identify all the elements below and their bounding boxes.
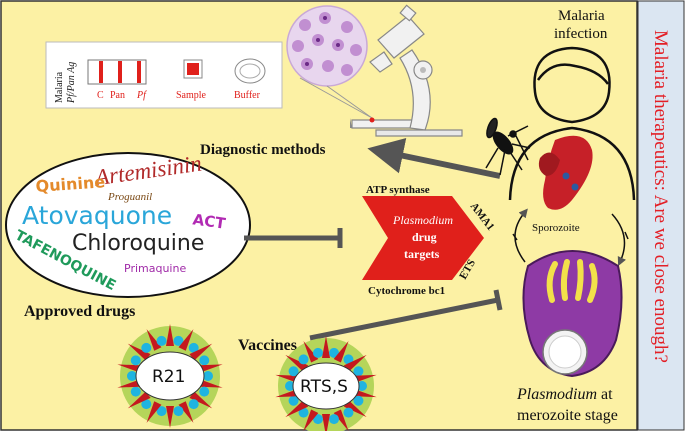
vaccine-antigen-dot <box>285 381 295 391</box>
rtss-label: RTS,S <box>300 377 348 397</box>
vaccine-antigen-dot <box>312 347 323 358</box>
diagnostic-methods-label: Diagnostic methods <box>200 142 326 158</box>
vaccine-antigen-dot <box>188 399 199 410</box>
cycle-arrow-right <box>611 213 626 267</box>
side-title: Malaria therapeutics: Are we close enoug… <box>650 30 671 363</box>
rdt-pf: Pf <box>136 90 147 101</box>
sporozoite-label: Sporozoite <box>532 222 580 234</box>
vaccine-antigen-dot <box>329 414 340 425</box>
vaccine-spike <box>178 401 194 423</box>
drug-atovaquone: Atovaquone <box>22 201 172 230</box>
vaccine-spike <box>166 324 174 346</box>
rtss-vaccine-particle: RTS,S <box>275 336 377 431</box>
vaccine-spike <box>333 340 349 363</box>
rdt-label-malaria: Malaria <box>54 71 65 103</box>
rdt-c: C <box>97 90 104 101</box>
drug-proguanil: Proguanil <box>107 191 152 203</box>
vaccine-antigen-dot <box>298 407 309 418</box>
drug-targets-chevron: Plasmodium drug targets <box>362 196 484 280</box>
vaccine-antigen-dot <box>353 395 364 406</box>
liver-icon <box>538 135 593 210</box>
vaccine-antigen-dot <box>173 406 184 417</box>
target-atp-synthase: ATP synthase <box>366 184 430 196</box>
r21-vaccine-particle: R21 <box>117 324 223 428</box>
target-center-3: targets <box>404 247 440 261</box>
vaccine-antigen-dot <box>203 371 213 381</box>
vaccine-spike <box>343 354 367 372</box>
vaccine-spike <box>166 406 174 428</box>
merozoite-stage-label: merozoite stage <box>517 407 618 424</box>
vaccine-antigen-dot <box>288 366 299 377</box>
vaccine-spike <box>333 409 349 431</box>
vaccine-spike <box>127 391 151 409</box>
vaccine-spike <box>178 329 194 351</box>
vaccine-antigen-dot <box>343 354 354 365</box>
plasmodium-label: Plasmodium at <box>516 386 613 403</box>
target-center-2: drug <box>412 230 437 244</box>
vaccine-spike <box>189 391 213 409</box>
vaccine-antigen-dot <box>343 407 354 418</box>
vaccine-antigen-dot <box>353 366 364 377</box>
drug-quinine: Quinine <box>35 172 106 196</box>
malaria-infection-label-2: infection <box>554 26 608 42</box>
vaccine-spike <box>285 400 309 418</box>
vaccine-spike <box>343 400 367 418</box>
drug-primaquine: Primaquine <box>124 262 186 275</box>
vaccine-spike <box>322 336 330 358</box>
approved-drugs-label: Approved drugs <box>24 303 135 320</box>
drug-act: ACT <box>192 210 228 233</box>
vaccine-antigen-dot <box>130 355 141 366</box>
vaccine-spike <box>303 340 319 363</box>
vaccine-spike <box>146 401 162 423</box>
rdt-label-ag: Pf/Pan Ag <box>66 62 77 104</box>
vaccine-antigen-dot <box>357 381 367 391</box>
rdt-pan: Pan <box>110 90 125 101</box>
pf-line <box>137 61 141 83</box>
pan-line <box>118 61 122 83</box>
c-line <box>99 61 103 83</box>
target-cytochrome: Cytochrome bc1 <box>368 285 445 297</box>
mosquito-icon <box>485 117 531 176</box>
approved-drugs-cloud <box>5 152 251 298</box>
vaccine-antigen-dot <box>288 395 299 406</box>
vaccine-antigen-dot <box>141 399 152 410</box>
rapid-diagnostic-test: Malaria Pf/Pan Ag C Pan Pf Sample Buffer <box>45 41 283 109</box>
vaccine-antigen-dot <box>156 335 167 346</box>
r21-label: R21 <box>152 367 185 387</box>
vaccine-spike <box>322 414 330 431</box>
vaccine-antigen-dot <box>127 371 137 381</box>
merozoite-icon <box>522 250 623 378</box>
vaccine-antigen-dot <box>156 406 167 417</box>
vaccine-antigen-dot <box>130 386 141 397</box>
rdt-sample: Sample <box>176 90 207 101</box>
vaccine-spike <box>303 409 319 431</box>
vaccine-inhibition-line <box>309 297 499 341</box>
target-center-1: Plasmodium <box>392 213 453 227</box>
vaccine-antigen-dot <box>199 386 210 397</box>
rdt-buffer: Buffer <box>234 90 261 101</box>
drug-chloroquine: Chloroquine <box>72 231 204 256</box>
vaccine-spike <box>127 343 151 361</box>
diagnostic-arrow <box>367 138 501 179</box>
vaccine-spike <box>285 354 309 372</box>
person-icon <box>508 46 636 201</box>
vaccine-antigen-dot <box>298 354 309 365</box>
vaccine-spike <box>146 329 162 351</box>
vaccines-label: Vaccines <box>238 337 297 354</box>
vaccine-antigen-dot <box>199 355 210 366</box>
vaccine-antigen-dot <box>173 335 184 346</box>
malaria-infection-label-1: Malaria <box>558 8 605 24</box>
side-panel <box>637 0 685 431</box>
microscope-icon <box>286 4 463 137</box>
vaccine-antigen-dot <box>188 342 199 353</box>
vaccine-spike <box>189 343 213 361</box>
vaccine-antigen-dot <box>141 342 152 353</box>
vaccine-antigen-dot <box>312 414 323 425</box>
vaccine-antigen-dot <box>329 347 340 358</box>
